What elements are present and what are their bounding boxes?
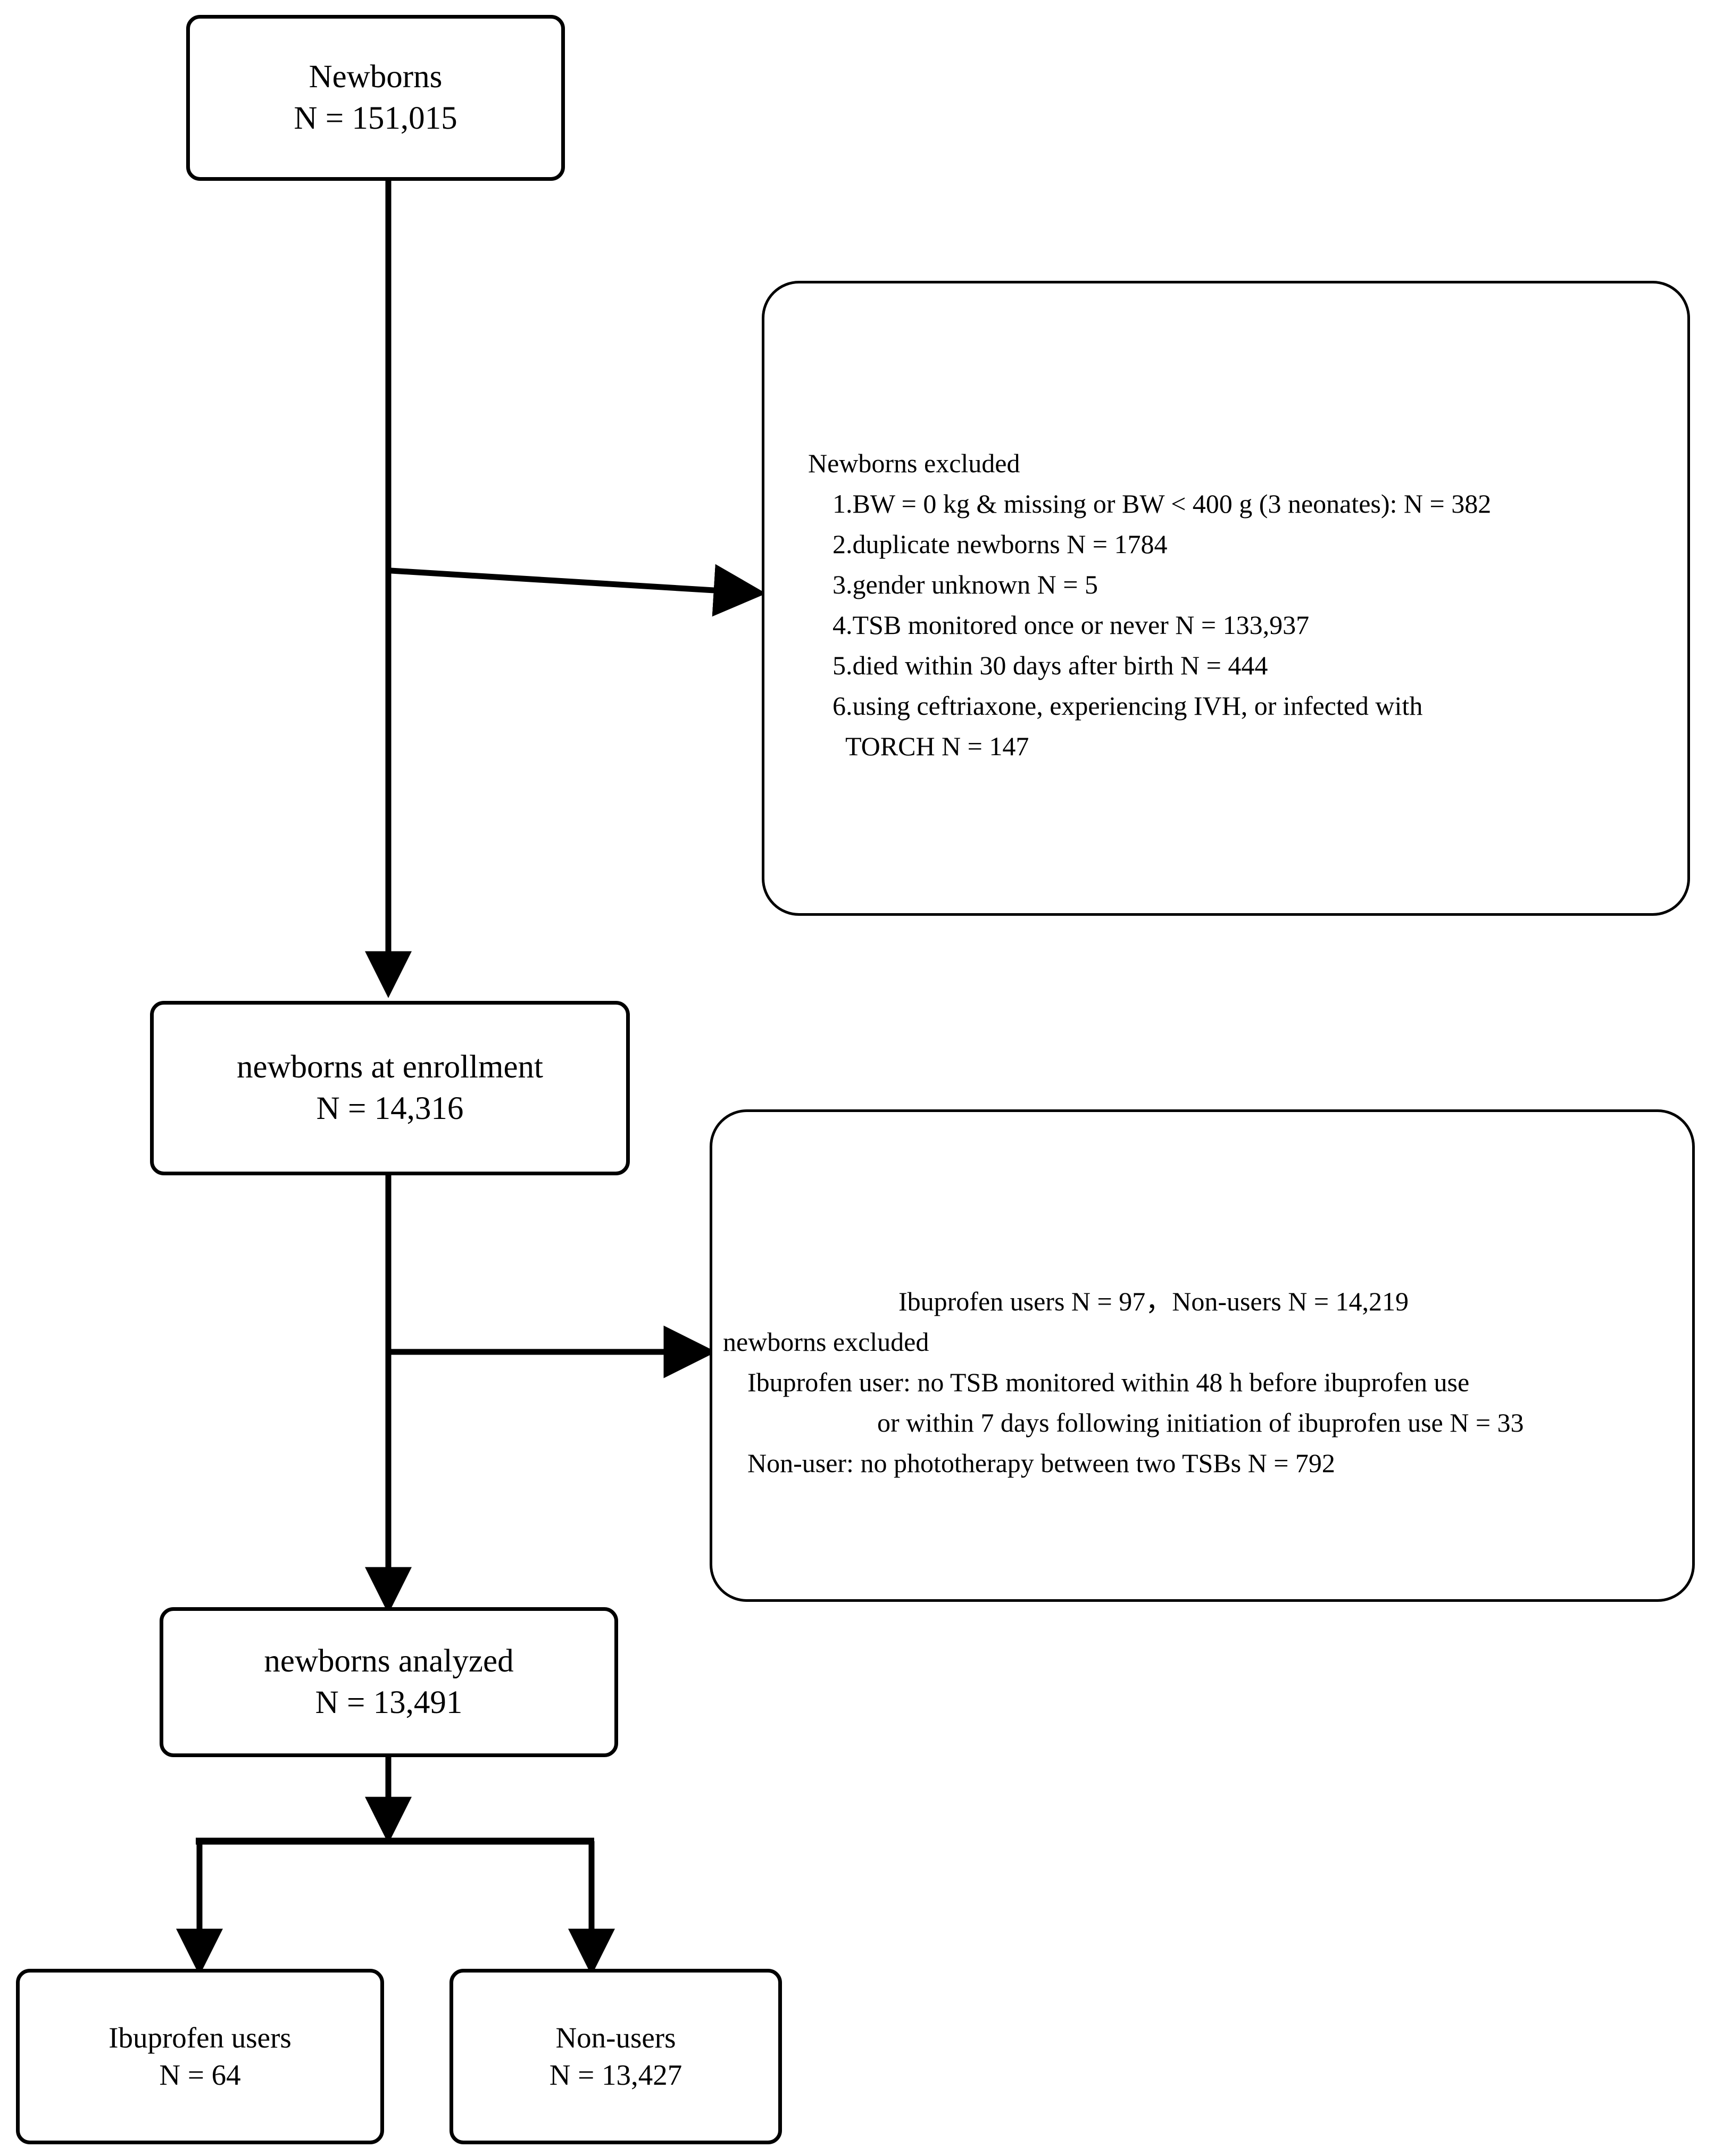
exclusion1-item-6: 6.using ceftriaxone, experiencing IVH, o… (833, 691, 1423, 721)
node-newborns-count: N = 151,015 (294, 101, 457, 136)
node-non-users[interactable]: Non-users N = 13,427 (450, 1969, 782, 2144)
exclusion1-item-2: 2.duplicate newborns N = 1784 (833, 529, 1168, 559)
node-enrollment-count: N = 14,316 (316, 1091, 464, 1126)
exclusion2-heading: newborns excluded (723, 1327, 929, 1357)
exclusion2-summary: Ibuprofen users N = 97，Non-users N = 14,… (898, 1286, 1409, 1316)
node-ibuprofen-users[interactable]: Ibuprofen users N = 64 (16, 1969, 384, 2144)
node-ibuprofen-users-count: N = 64 (159, 2059, 241, 2091)
panel-exclusions-stage2[interactable]: Ibuprofen users N = 97，Non-users N = 14,… (710, 1109, 1695, 1602)
node-analyzed-label: newborns analyzed (264, 1643, 514, 1679)
node-ibuprofen-users-label: Ibuprofen users (109, 2021, 292, 2054)
exclusion1-item-6-cont: TORCH N = 147 (845, 731, 1029, 761)
exclusion2-item-2: Non-user: no phototherapy between two TS… (747, 1448, 1335, 1478)
node-analyzed-count: N = 13,491 (315, 1685, 463, 1720)
panel-exclusions-stage1-body: Newborns excluded 1.BW = 0 kg & missing … (808, 443, 1491, 766)
exclusion1-item-5: 5.died within 30 days after birth N = 44… (833, 650, 1268, 680)
node-non-users-label: Non-users (555, 2021, 676, 2054)
node-newborns[interactable]: Newborns N = 151,015 (186, 15, 565, 181)
exclusion2-item-1: Ibuprofen user: no TSB monitored within … (747, 1367, 1470, 1397)
panel-exclusions-stage2-body: Ibuprofen users N = 97，Non-users N = 14,… (723, 1281, 1524, 1483)
exclusion2-item-1-cont: or within 7 days following initiation of… (877, 1408, 1524, 1438)
connector-newborns-to-exclusion1 (390, 564, 767, 617)
panel-exclusions-stage1[interactable]: Newborns excluded 1.BW = 0 kg & missing … (762, 281, 1690, 916)
node-newborns-label: Newborns (309, 59, 443, 95)
node-newborns-analyzed[interactable]: newborns analyzed N = 13,491 (160, 1607, 618, 1757)
node-enrollment-label: newborns at enrollment (237, 1049, 543, 1085)
exclusion1-item-1: 1.BW = 0 kg & missing or BW < 400 g (3 n… (833, 489, 1492, 519)
node-newborns-at-enrollment[interactable]: newborns at enrollment N = 14,316 (150, 1001, 630, 1175)
exclusion1-heading: Newborns excluded (808, 448, 1020, 478)
exclusion1-item-3: 3.gender unknown N = 5 (833, 570, 1098, 599)
node-non-users-count: N = 13,427 (549, 2059, 682, 2091)
exclusion1-item-4: 4.TSB monitored once or never N = 133,93… (833, 610, 1310, 640)
